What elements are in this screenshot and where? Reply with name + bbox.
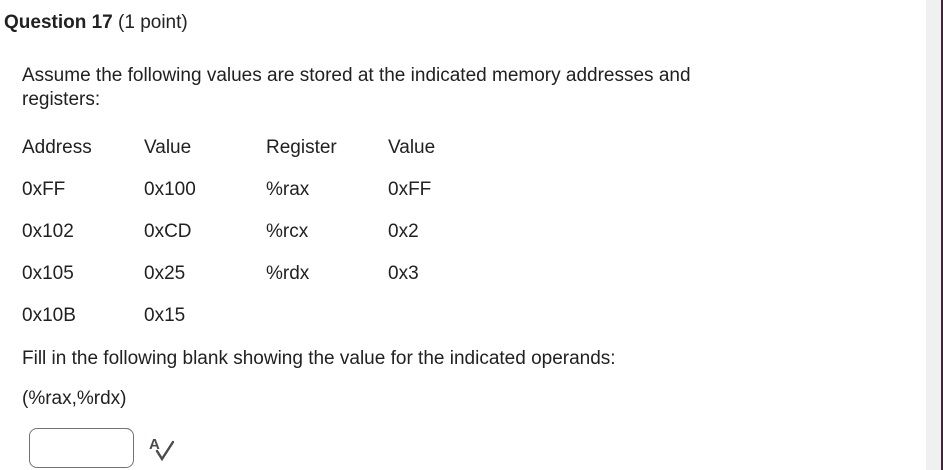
- question-title: Question 17: [4, 12, 113, 33]
- table-cell: 0x10B: [22, 305, 76, 326]
- right-edge-line: [941, 0, 943, 470]
- table-cell: 0x2: [388, 221, 419, 242]
- table-cell: %rax: [266, 179, 310, 200]
- table-row: 0x10B 0x15: [22, 305, 510, 347]
- table-cell: 0xFF: [22, 179, 66, 200]
- table-cell: %rcx: [266, 221, 309, 242]
- table-cell: [388, 305, 510, 347]
- column-header-value2: Value: [388, 137, 436, 158]
- table-row: 0x105 0x25 %rdx 0x3: [22, 263, 510, 305]
- column-header-register: Register: [266, 137, 337, 158]
- operand-label: (%rax,%rdx): [22, 388, 127, 409]
- table-row: 0xFF 0x100 %rax 0xFF: [22, 179, 510, 221]
- table-cell: 0x105: [22, 263, 74, 284]
- question-body: Assume the following values are stored a…: [0, 64, 943, 468]
- table-cell: 0xCD: [144, 221, 192, 242]
- table-cell: 0x3: [388, 263, 419, 284]
- answer-row: A: [29, 428, 943, 468]
- spellcheck-icon: A: [149, 436, 174, 461]
- table-cell: 0xFF: [388, 179, 432, 200]
- spellcheck-button[interactable]: A: [149, 435, 174, 462]
- question-header: Question 17 (1 point): [0, 0, 943, 34]
- table-cell: 0x102: [22, 221, 74, 242]
- table-header-row: Address Value Register Value: [22, 137, 510, 179]
- table-cell: 0x100: [144, 179, 196, 200]
- table-cell: 0x25: [144, 263, 186, 284]
- question-intro-text: Assume the following values are stored a…: [22, 65, 691, 110]
- table-cell: 0x15: [144, 305, 186, 326]
- table-cell: [266, 305, 388, 347]
- svg-text:A: A: [149, 436, 160, 453]
- table-cell: %rdx: [266, 263, 310, 284]
- question-points: (1 point): [118, 12, 188, 33]
- memory-register-table: Address Value Register Value 0xFF 0x100 …: [22, 137, 510, 347]
- column-header-address: Address: [22, 137, 92, 158]
- right-gutter: [926, 0, 941, 470]
- table-row: 0x102 0xCD %rcx 0x2: [22, 221, 510, 263]
- answer-input[interactable]: [29, 428, 134, 468]
- column-header-value1: Value: [144, 137, 192, 158]
- fill-in-prompt-text: Fill in the following blank showing the …: [22, 348, 616, 369]
